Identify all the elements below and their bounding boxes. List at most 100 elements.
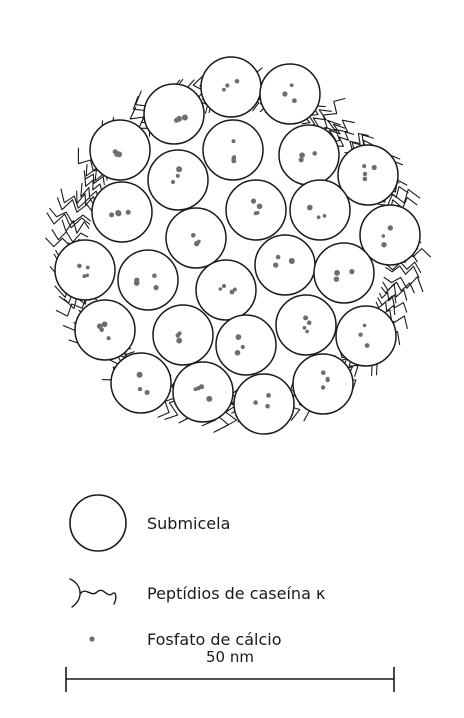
calcium-phosphate-dot: [276, 255, 281, 260]
calcium-phosphate-dot: [176, 338, 182, 344]
calcium-phosphate-dot: [307, 320, 312, 325]
scale-bar-label: 50 nm: [206, 648, 254, 666]
submicelle: [55, 240, 115, 300]
calcium-phosphate-dot: [191, 233, 196, 238]
calcium-phosphate-dot: [372, 165, 377, 170]
calcium-phosphate-dot: [232, 155, 236, 159]
calcium-phosphate-dot: [299, 152, 305, 158]
calcium-phosphate-dot: [282, 91, 287, 96]
calcium-phosphate-dot: [236, 334, 242, 340]
calcium-phosphate-dot: [152, 273, 157, 278]
calcium-phosphate-dot: [256, 211, 260, 215]
calcium-phosphate-dot: [303, 326, 307, 330]
kappa-casein-hair: [62, 220, 89, 233]
calcium-phosphate-dot: [138, 387, 142, 391]
submicelle: [173, 362, 233, 422]
submicelle: [290, 180, 350, 240]
legend-submicelle-label: Submicela: [147, 514, 230, 533]
submicelle: [111, 353, 171, 413]
submicelle: [196, 260, 256, 320]
calcium-phosphate-dot: [363, 172, 367, 176]
calcium-phosphate-dot: [182, 115, 188, 121]
calcium-phosphate-dot: [114, 153, 118, 157]
calcium-phosphate-dot: [290, 83, 294, 87]
calcium-phosphate-dot: [305, 330, 309, 334]
submicelle: [75, 300, 135, 360]
calcium-phosphate-dot: [289, 258, 295, 264]
calcium-phosphate-dot: [176, 166, 182, 172]
calcium-phosphate-dot: [109, 212, 114, 217]
calcium-phosphate-dot: [97, 323, 103, 329]
calcium-phosphate-dot: [382, 234, 386, 238]
scale-bar: 50 nm: [66, 648, 394, 692]
calcium-phosphate-dot: [232, 139, 236, 143]
calcium-phosphate-dot: [206, 396, 212, 402]
calcium-phosphate-dot: [381, 242, 386, 247]
calcium-phosphate-dot: [77, 264, 82, 269]
calcium-phosphate-dot: [233, 288, 237, 292]
calcium-phosphate-dot: [154, 285, 159, 290]
kappa-casein-hair: [81, 183, 98, 197]
legend-calcium-phosphate-label: Fosfato de cálcio: [147, 630, 282, 649]
legend-calcium-phosphate-icon: [89, 636, 94, 641]
calcium-phosphate-dot: [321, 370, 326, 375]
calcium-phosphate-dot: [349, 269, 354, 274]
legend-kappa-casein-label: Peptídios de caseína κ: [147, 584, 326, 603]
submicelle: [255, 235, 315, 295]
submicelle: [234, 374, 294, 434]
calcium-phosphate-dot: [137, 372, 143, 378]
calcium-phosphate-dot: [235, 79, 240, 84]
calcium-phosphate-dot: [107, 336, 111, 340]
calcium-phosphate-dot: [194, 387, 198, 391]
kappa-casein-hair: [50, 208, 91, 223]
calcium-phosphate-dot: [334, 277, 339, 282]
calcium-phosphate-dot: [126, 210, 131, 215]
submicelle: [201, 57, 261, 117]
calcium-phosphate-dot: [312, 151, 317, 156]
calcium-phosphate-dot: [86, 266, 90, 270]
legend-submicelle-icon: [70, 495, 126, 551]
submicelle: [293, 354, 353, 414]
calcium-phosphate-dot: [388, 225, 393, 230]
calcium-phosphate-dot: [219, 287, 223, 291]
calcium-phosphate-dot: [171, 180, 175, 184]
calcium-phosphate-dot: [266, 393, 271, 398]
calcium-phosphate-dot: [363, 177, 368, 182]
calcium-phosphate-dot: [365, 343, 370, 348]
calcium-phosphate-dot: [102, 321, 108, 327]
legend-kappa-casein-icon: [70, 579, 116, 607]
calcium-phosphate-dot: [334, 270, 340, 276]
submicelle: [92, 182, 152, 242]
calcium-phosphate-dot: [323, 214, 327, 218]
submicelle: [216, 315, 276, 375]
calcium-phosphate-dot: [115, 210, 121, 216]
calcium-phosphate-dot: [292, 98, 297, 103]
calcium-phosphate-dot: [326, 378, 330, 382]
calcium-phosphate-dot: [307, 205, 313, 211]
submicelle: [144, 84, 204, 144]
calcium-phosphate-dot: [321, 385, 325, 389]
legend: Submicela Peptídios de caseína κ Fosfato…: [70, 495, 326, 649]
submicelle: [203, 120, 263, 180]
calcium-phosphate-dot: [225, 83, 229, 87]
submicelle: [148, 150, 208, 210]
calcium-phosphate-dot: [174, 118, 179, 123]
submicelle: [336, 306, 396, 366]
calcium-phosphate-dot: [358, 333, 362, 337]
submicelle: [279, 125, 339, 185]
calcium-phosphate-dot: [222, 88, 226, 92]
calcium-phosphate-dot: [197, 240, 201, 244]
submicelle: [118, 250, 178, 310]
calcium-phosphate-dot: [251, 199, 256, 204]
calcium-phosphate-dot: [363, 324, 367, 328]
calcium-phosphate-dot: [257, 204, 263, 210]
submicelle: [314, 243, 374, 303]
submicelle: [90, 120, 150, 180]
calcium-phosphate-dot: [265, 404, 270, 409]
calcium-phosphate-dot: [145, 390, 150, 395]
submicelle: [166, 208, 226, 268]
submicelle: [260, 64, 320, 124]
calcium-phosphate-dot: [235, 350, 241, 356]
calcium-phosphate-dot: [222, 284, 226, 288]
calcium-phosphate-dot: [253, 400, 258, 405]
